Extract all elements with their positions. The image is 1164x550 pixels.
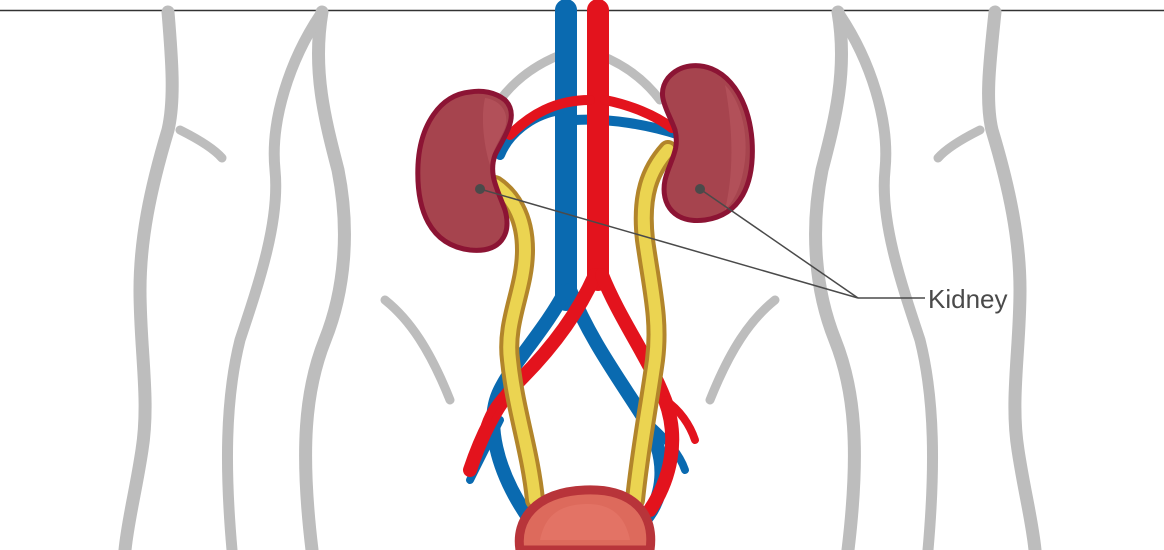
kidney-left-icon <box>418 91 512 250</box>
kidney-label: Kidney <box>928 284 1008 314</box>
leader-line-right <box>700 189 858 298</box>
bladder-icon <box>519 490 650 550</box>
body-outline-icon <box>125 12 1035 550</box>
kidney-right-icon <box>662 66 752 221</box>
